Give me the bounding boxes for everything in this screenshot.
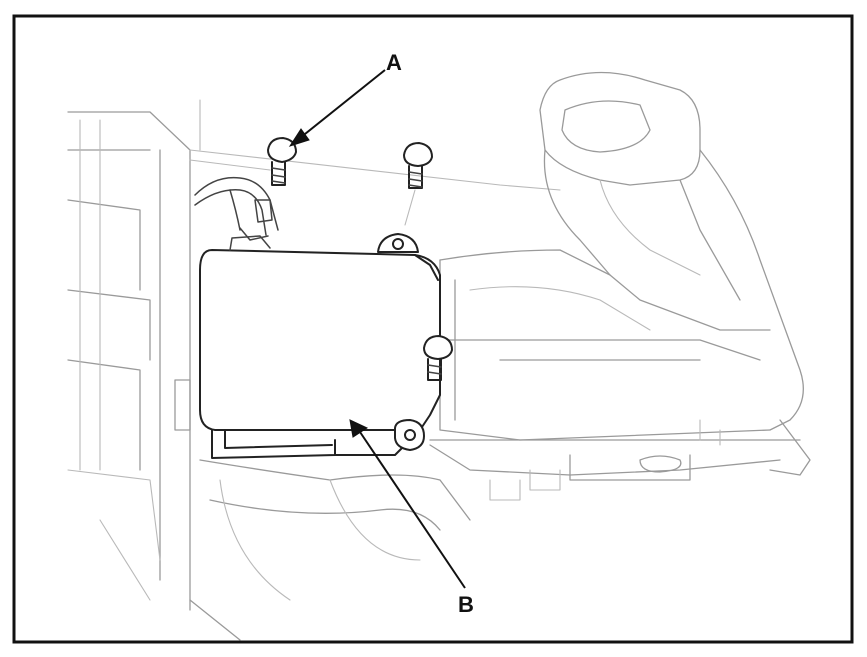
diagram-frame: [12, 14, 854, 644]
bolt-lower-right: [423, 335, 453, 381]
mounting-bolts: [267, 137, 453, 381]
callout-a: A: [288, 50, 402, 147]
callout-b: B: [349, 419, 474, 617]
bolt-top-right: [403, 142, 433, 226]
callout-b-leader: [359, 431, 466, 589]
callout-a-arrowhead: [288, 128, 310, 147]
callout-a-leader: [299, 69, 386, 139]
bolt-top-left: [267, 137, 297, 186]
control-module: [199, 233, 441, 459]
vehicle-structure: [67, 71, 811, 641]
callout-b-label: B: [458, 592, 474, 617]
callout-b-arrowhead: [349, 419, 369, 438]
callout-a-label: A: [386, 50, 402, 75]
